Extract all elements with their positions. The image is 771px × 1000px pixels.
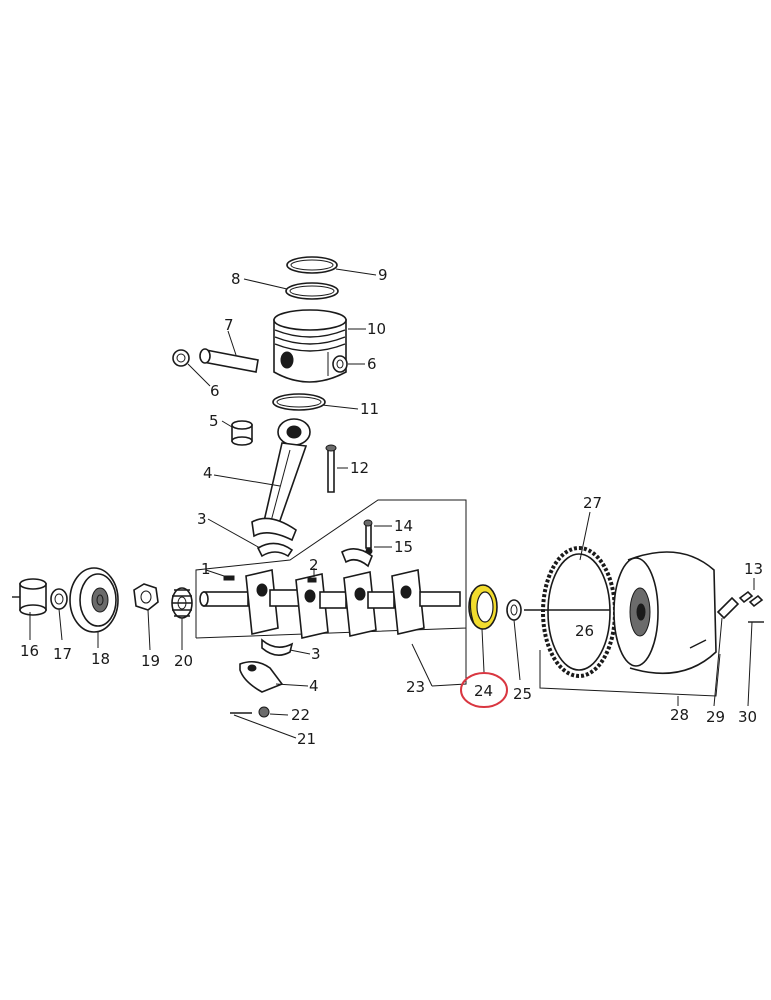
main-bearing-cap [340,548,373,568]
crankshaft-group-outline [195,499,467,639]
leader-lines [29,268,755,739]
label-21: 21 [297,730,316,748]
label-3-lower: 3 [311,645,321,663]
gudgeon-pin-7 [199,348,259,373]
label-23: 23 [406,678,425,696]
gear-20 [171,587,193,619]
crankshaft-23 [199,569,461,639]
piston-ring-8 [285,282,339,300]
label-17: 17 [53,645,72,663]
label-11: 11 [360,400,379,418]
bush-25 [506,599,522,621]
label-9: 9 [378,266,388,284]
label-6-left: 6 [210,382,220,400]
label-4-lower: 4 [309,677,319,695]
label-1: 1 [201,560,211,578]
label-8: 8 [231,270,241,288]
flywheel-ring-gear-27 [541,546,617,678]
circlip-6-left [172,349,190,367]
label-14: 14 [394,517,413,535]
label-12: 12 [350,459,369,477]
label-6-right: 6 [367,355,377,373]
flywheel [613,551,717,675]
label-2: 2 [309,556,319,574]
label-27: 27 [583,494,602,512]
label-3-upper: 3 [197,510,207,528]
label-5: 5 [209,412,219,430]
label-29: 29 [706,708,725,726]
highlight-circle [460,672,508,708]
label-24: 24 [474,682,493,700]
bearing-shell-3-lower [261,638,294,656]
label-25: 25 [513,685,532,703]
rod-cap-4 [239,660,284,693]
label-4-upper: 4 [203,464,213,482]
label-7: 7 [224,316,234,334]
label-26: 26 [575,622,594,640]
label-18: 18 [91,650,110,668]
washer-17 [50,588,68,610]
label-10: 10 [367,320,386,338]
label-19: 19 [141,652,160,670]
bolt-14 [363,519,373,549]
nut-22 [258,706,270,718]
piston-ring-11 [272,393,326,411]
nut-19 [133,583,159,611]
thrust-ring-24 [468,584,498,630]
connecting-rod-4 [251,418,311,542]
dowel-29 [716,596,740,620]
part-labels: 1 2 3 3 4 4 5 6 6 7 8 9 10 11 12 13 14 1… [20,266,763,748]
bearing-shell-3-upper [256,542,294,558]
label-22: 22 [291,706,310,724]
label-20: 20 [174,652,193,670]
small-end-bush-5 [231,420,253,446]
pulley-18 [69,567,119,633]
label-13: 13 [744,560,763,578]
label-15: 15 [394,538,413,556]
pulley-hub-16 [12,578,47,616]
label-16: 16 [20,642,39,660]
piston-ring-9 [286,256,338,274]
pin-2 [307,577,317,583]
rod-bolt-12 [325,444,337,493]
circlip-6-right [332,355,348,373]
key-1 [223,575,235,581]
piston-10 [273,309,347,383]
bolts-13 [738,590,764,608]
label-30: 30 [738,708,757,726]
label-28: 28 [670,706,689,724]
